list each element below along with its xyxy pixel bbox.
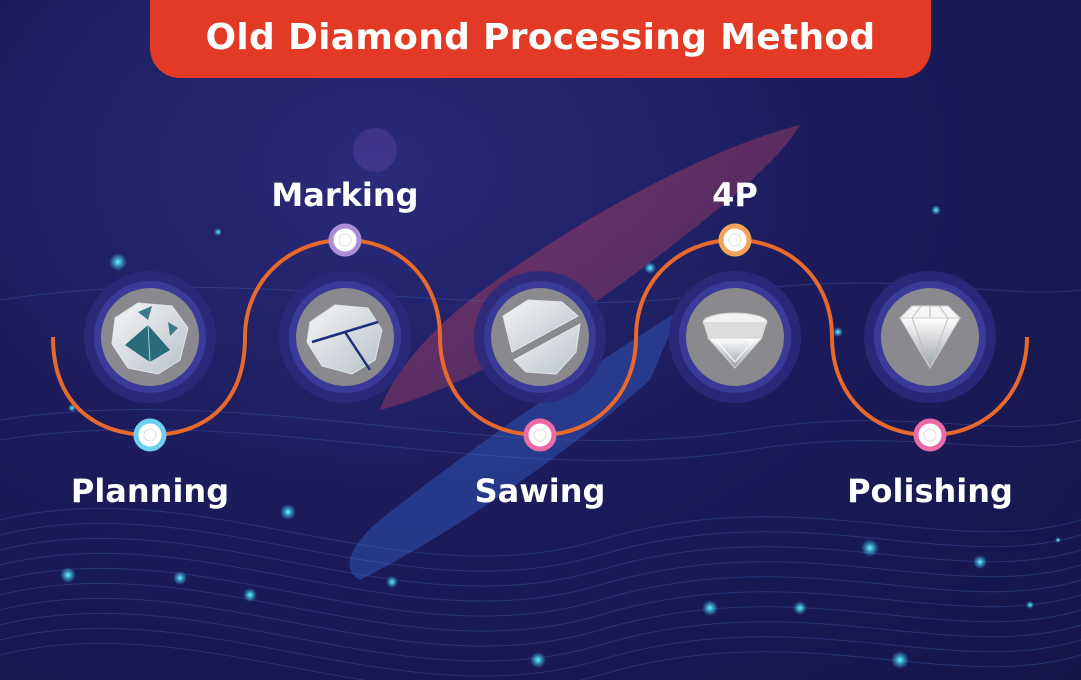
step-label-marking: Marking: [271, 176, 419, 214]
rough-diamond-marked-icon: [306, 304, 383, 375]
page-title: Old Diamond Processing Method: [205, 16, 876, 58]
step-planning-node: [84, 271, 216, 403]
step-label-sawing: Sawing: [474, 472, 606, 510]
rough-diamond-sawed-icon: [502, 299, 581, 375]
rough-diamond-planning-icon: [111, 302, 189, 375]
step-label-4p: 4P: [712, 176, 758, 214]
step-planning-dot: [133, 418, 167, 452]
step-marking-dot: [328, 223, 362, 257]
step-sawing-dot: [523, 418, 557, 452]
background-particles: [60, 205, 1061, 669]
background-glow-spot: [353, 128, 397, 172]
step-4p-node: [669, 271, 801, 403]
step-polishing-dot: [913, 418, 947, 452]
step-label-polishing: Polishing: [847, 472, 1013, 510]
polished-diamond-icon: [898, 305, 962, 370]
step-marking-node: [279, 271, 411, 403]
step-label-planning: Planning: [70, 472, 230, 510]
background-streak-blue: [349, 310, 680, 580]
step-4p-dot: [718, 223, 752, 257]
step-polishing-node: [864, 271, 996, 403]
semi-cut-diamond-icon: [702, 312, 768, 369]
title-banner: Old Diamond Processing Method: [150, 0, 931, 78]
step-sawing-node: [474, 271, 606, 403]
